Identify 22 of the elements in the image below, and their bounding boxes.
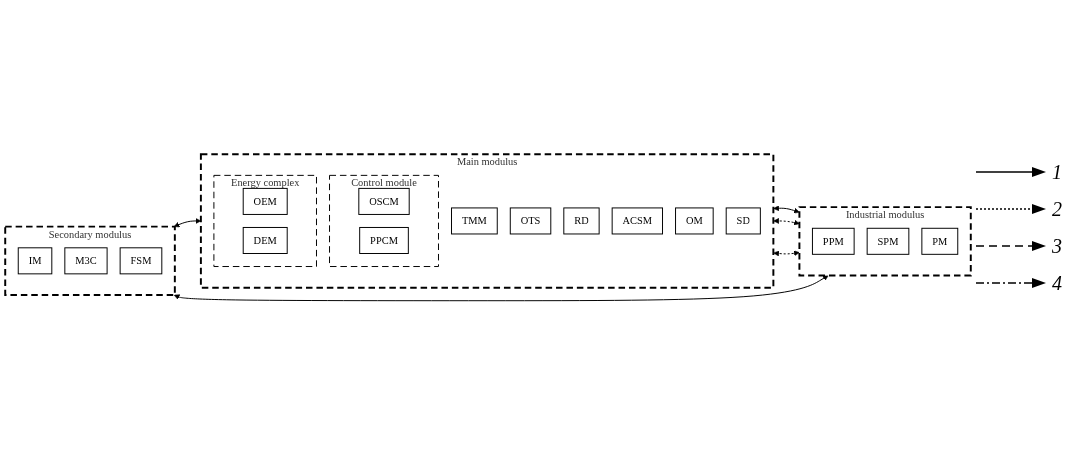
legend-text: 4 (1052, 271, 1062, 295)
node-box: PPCM (359, 227, 409, 255)
node-box: RD (563, 207, 600, 235)
legend-text: 2 (1052, 197, 1062, 221)
node-box: OEM (242, 187, 288, 215)
node-box: DEM (242, 227, 288, 255)
node-box: ACSM (611, 207, 663, 235)
node-box: M3C (64, 247, 108, 275)
legend-text: 1 (1052, 160, 1062, 184)
node-box: OSCM (358, 187, 410, 215)
arrow (773, 218, 800, 226)
node-box: OM (675, 207, 714, 235)
legend-text: 3 (1052, 234, 1062, 258)
node-box: SPM (866, 227, 910, 255)
arrow (773, 250, 800, 257)
node-box: SD (725, 207, 761, 235)
node-box: TMM (451, 207, 498, 235)
node-box: FSM (119, 247, 163, 275)
node-box: OTS (509, 207, 552, 235)
node-box: PPM (811, 227, 855, 255)
node-box: PM (921, 227, 959, 255)
node-box: IM (17, 247, 53, 275)
